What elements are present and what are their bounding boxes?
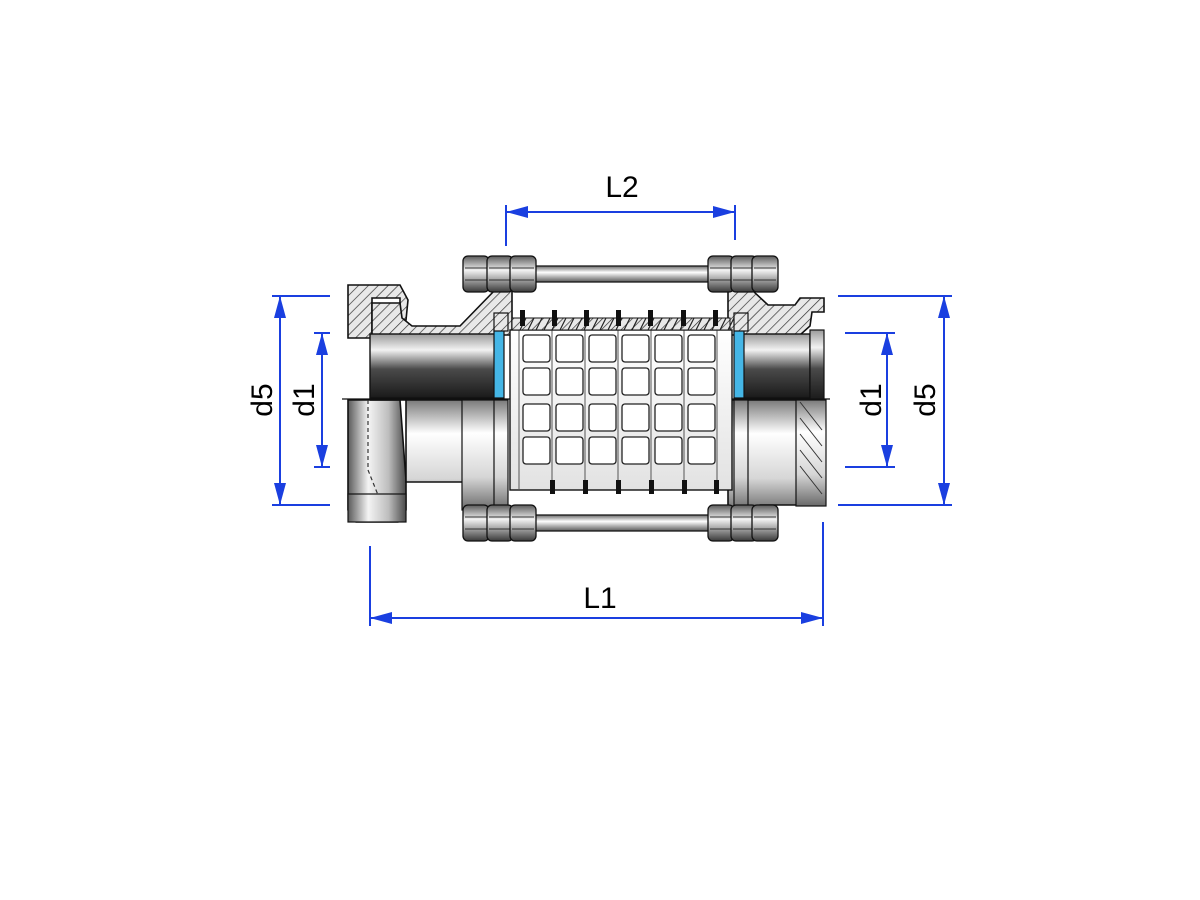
bottom-ticks [550,480,719,494]
left-ring-lower [493,399,509,511]
clip-top [681,310,686,326]
hex-nut [707,504,735,542]
glass-window-cell [687,403,716,432]
right-thread-end [809,329,825,401]
clip-bottom [714,480,719,494]
dim-d5-right-label: d5 [909,383,942,416]
hex-nut [462,504,490,542]
hex-nut [751,504,779,542]
hex-nut [486,504,514,542]
coil-wire [655,317,663,331]
clip-top [552,310,557,326]
dim-L2-label: L2 [605,171,638,204]
clip-bottom [649,480,654,494]
hex-nut [707,255,735,293]
coil-wire [631,317,639,331]
clip-bottom [550,480,555,494]
coil-wire [671,317,679,331]
coil-wire [719,317,727,331]
coil-wire [607,317,615,331]
glass-window-cell [522,334,551,363]
clip-top [713,310,718,326]
glass-window-cell [621,367,650,396]
glass-window-cell [555,403,584,432]
coil-wire [623,317,631,331]
thread-lines [799,401,823,495]
fitting-body [342,284,830,523]
glass-window-cell [654,436,683,465]
tie-rods [462,255,779,542]
left-flange-lower [461,399,499,511]
right-gasket [733,329,745,399]
coil-wire [663,317,671,331]
glass-window-cell [687,367,716,396]
glass-window-cell [555,334,584,363]
clip-top [520,310,525,326]
glass-window-cell [588,367,617,396]
coil-wire [543,317,551,331]
dim-L1-label: L1 [583,582,616,615]
coil-wire [639,317,647,331]
coil-wire [727,317,735,331]
coil-wire [599,317,607,331]
clip-top [584,310,589,326]
right-thread-lower [795,399,827,507]
left-seal [493,312,509,332]
coil-ticks [519,310,735,331]
glass-window-cell [654,403,683,432]
nuts [462,255,779,542]
coil-wire [703,317,711,331]
glass-window-cell [654,367,683,396]
coil-wire [559,317,567,331]
hex-nut [509,255,537,293]
hex-nut [751,255,779,293]
dim-d5-left-label: d5 [246,383,279,416]
glass-window-cell [654,334,683,363]
glass-cylinder [493,310,749,511]
clip-bottom [682,480,687,494]
coil-wire [695,317,703,331]
glass-window-cell [621,436,650,465]
glass-window-cell [522,436,551,465]
glass-window-cell [522,367,551,396]
glass-grid [518,330,718,490]
glass-window-cell [687,334,716,363]
dim-d1-right-label: d1 [855,383,888,416]
glass-window-cell [687,436,716,465]
clip-top [648,310,653,326]
glass-window-cell [522,403,551,432]
dimensions: L2 L1 d5 d1 d1 d5 [246,171,952,626]
hex-nut [462,255,490,293]
right-ring-lower [733,399,749,511]
left-nut-chamfer [347,493,407,523]
coil-wire [575,317,583,331]
hex-nut [486,255,514,293]
coil-wire [535,317,543,331]
left-bore-upper [369,333,499,399]
right-seal [733,312,749,332]
coil-wire [527,317,535,331]
glass-window-cell [621,334,650,363]
glass-window-cell [588,436,617,465]
coil-wire [591,317,599,331]
glass-window-cell [588,334,617,363]
clip-bottom [616,480,621,494]
hex-nut [509,504,537,542]
coil-wire [687,317,695,331]
dim-d1-left-label: d1 [288,383,321,416]
left-nut-thread-hidden [367,400,404,496]
left-gasket [493,329,505,399]
clip-bottom [583,480,588,494]
glass-window-cell [588,403,617,432]
glass-window-cell [555,436,584,465]
glass-window-cell [621,403,650,432]
glass-window-cell [555,367,584,396]
right-bore-upper [741,333,811,399]
coil-wire [567,317,575,331]
clip-top [616,310,621,326]
